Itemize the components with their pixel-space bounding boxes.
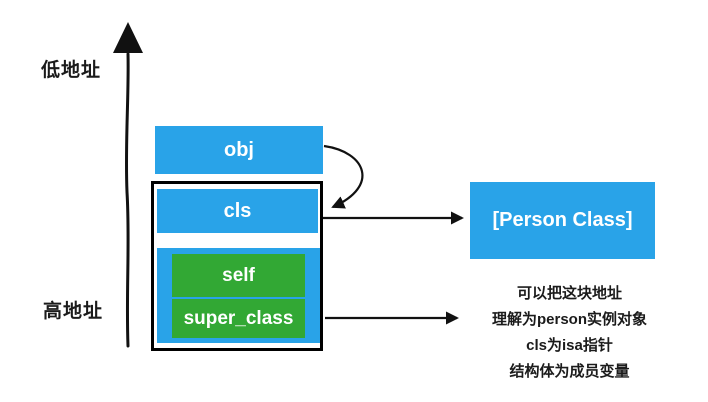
annotation-line-3: cls为isa指针 — [526, 337, 613, 354]
person-class-box: [Person Class] — [470, 182, 655, 259]
obj-box: obj — [155, 126, 323, 174]
annotation-block: 可以把这块地址 理解为person实例对象 cls为isa指针 结构体为成员变量 — [462, 281, 677, 385]
obj-to-cls-arrow — [323, 144, 364, 209]
super-class-member-box: super_class — [172, 299, 305, 338]
high-address-label: 高地址 — [43, 301, 104, 322]
annotation-line-2: 理解为person实例对象 — [491, 311, 647, 328]
annotation-line-1: 可以把这块地址 — [516, 285, 622, 302]
struct-outline-box — [151, 181, 323, 351]
low-address-label: 低地址 — [41, 60, 102, 81]
annotation-line-4: 结构体为成员变量 — [509, 363, 630, 380]
self-member-box: self — [172, 254, 305, 297]
cls-box: cls — [157, 189, 318, 233]
memory-axis-arrow — [113, 22, 143, 348]
